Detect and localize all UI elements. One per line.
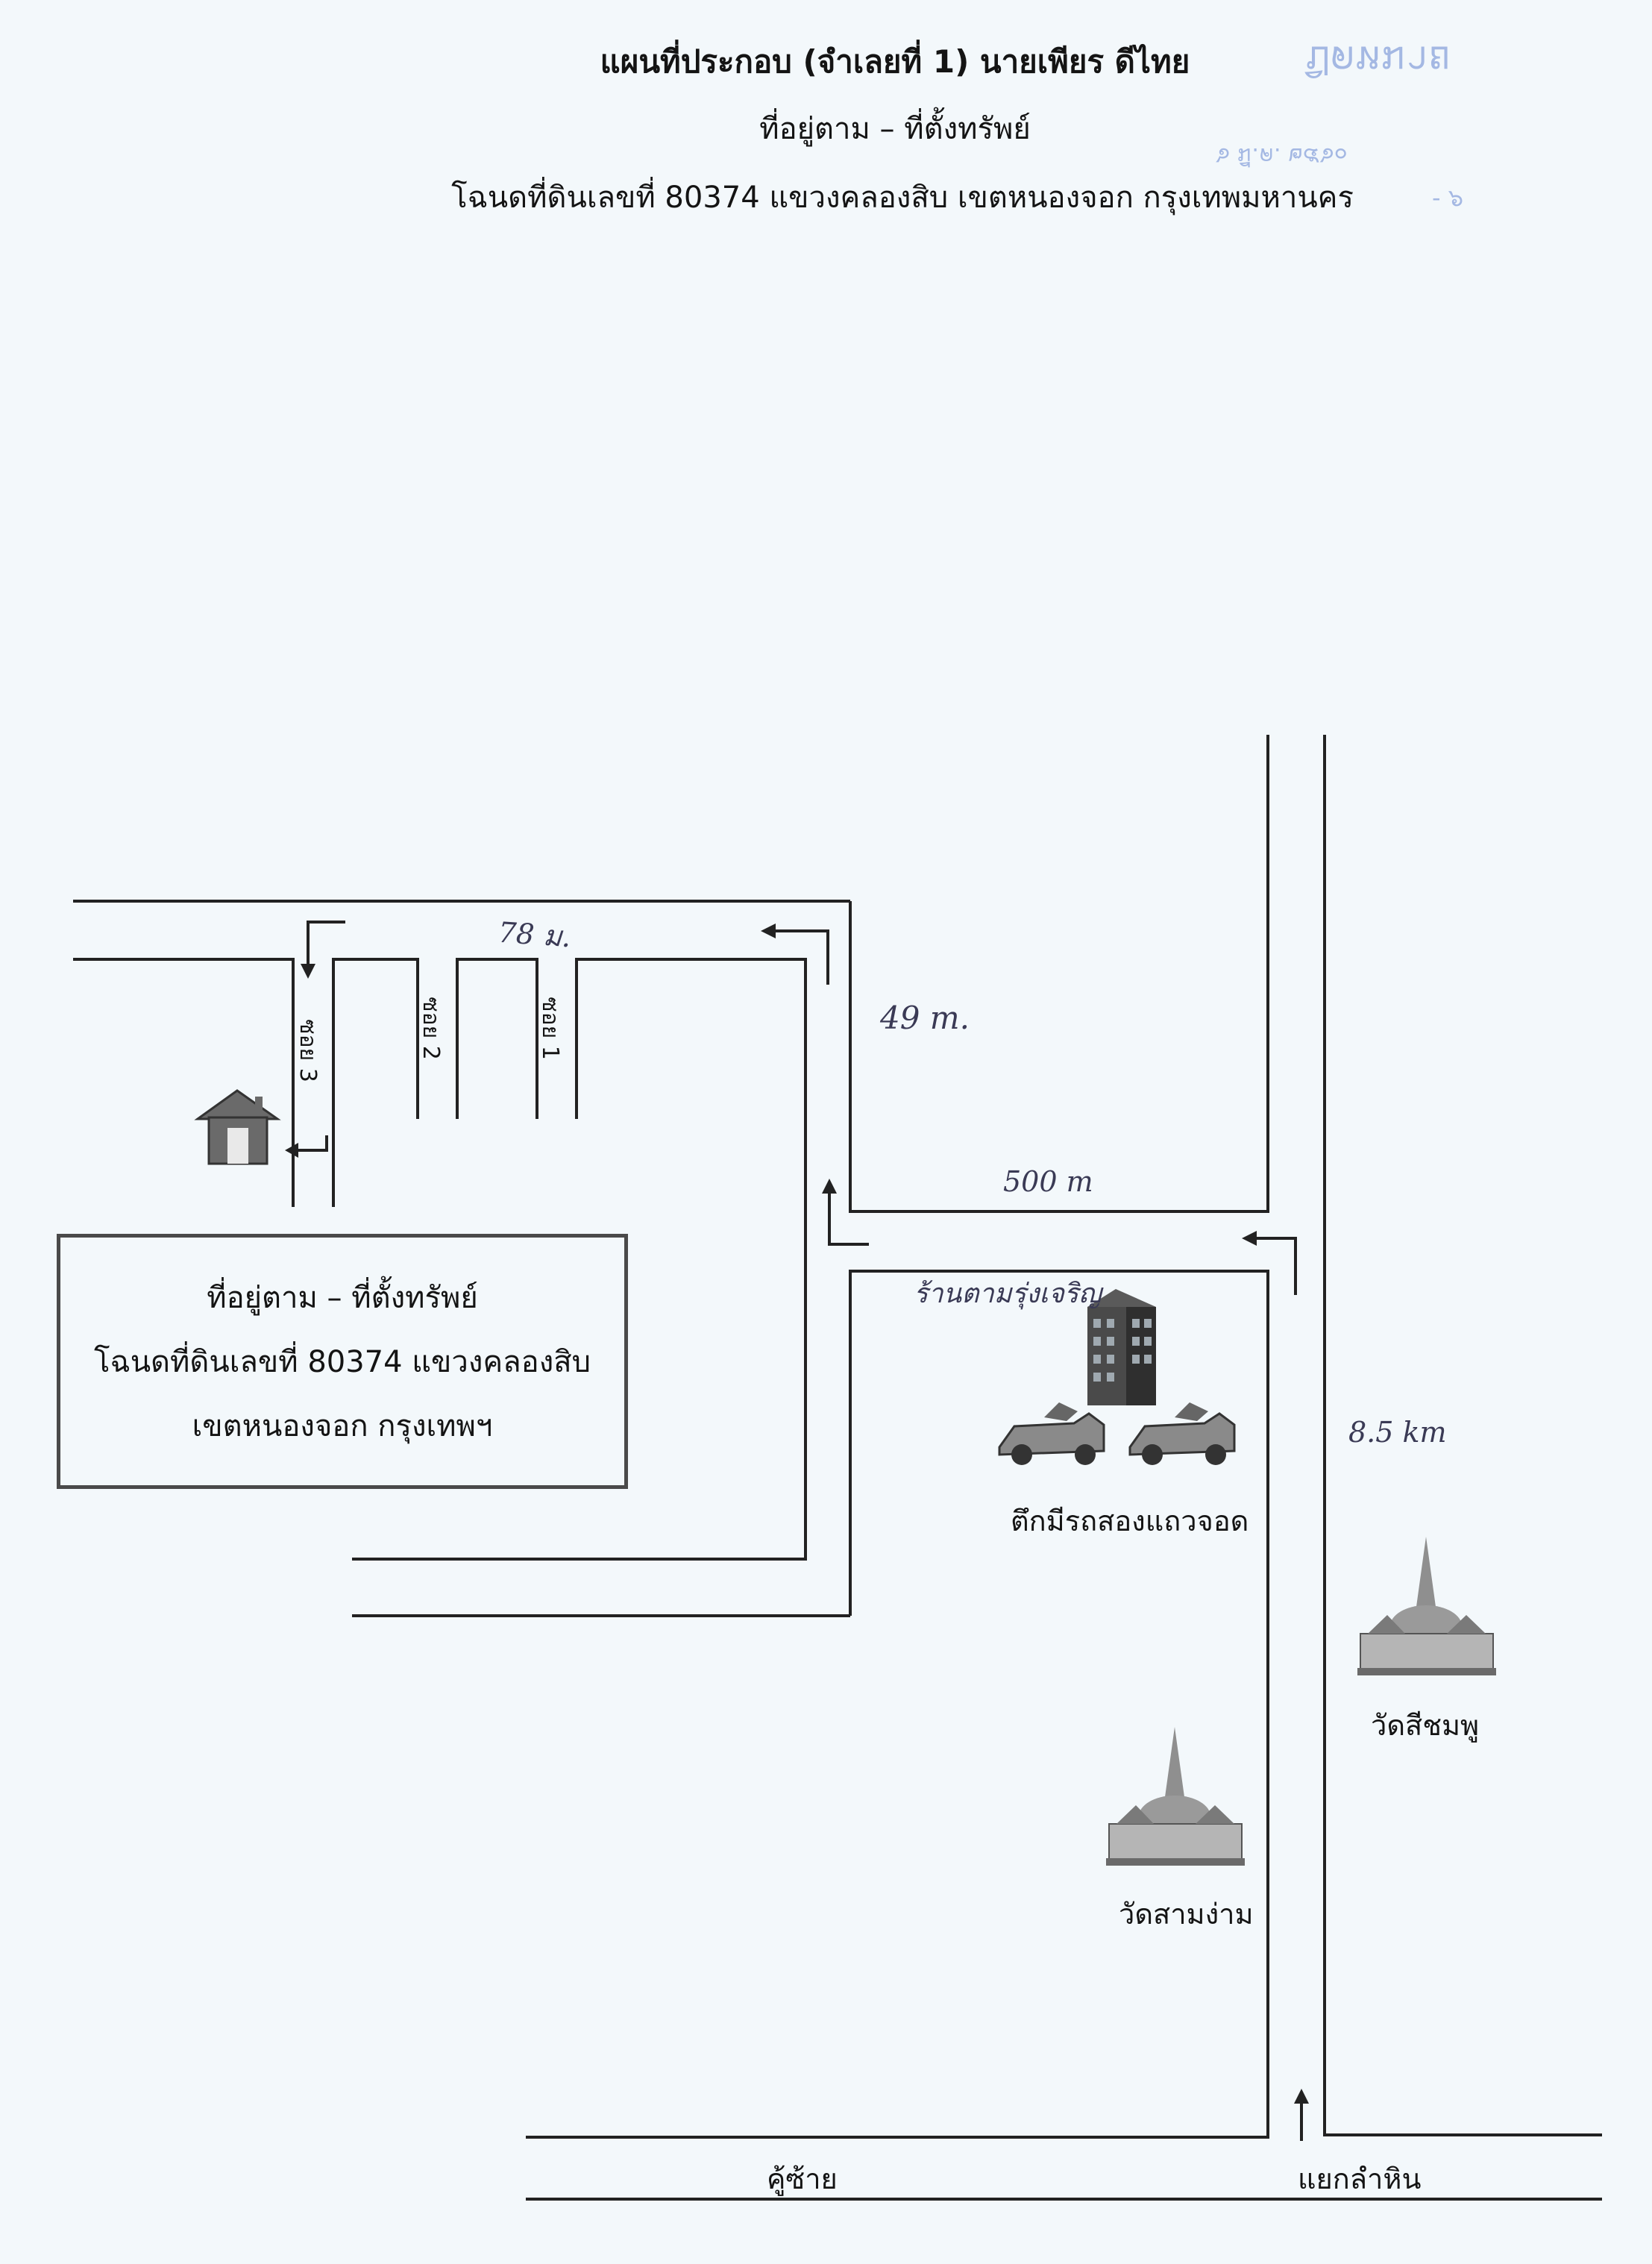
songthaew-truck-icon — [1128, 1402, 1236, 1465]
temple1-label: วัดสีชมพู — [1371, 1709, 1480, 1742]
address-box-line1: ที่อยู่ตาม – ที่ตั้งทรัพย์ — [207, 1281, 478, 1315]
address-box-line2: โฉนดที่ดินเลขที่ 80374 แขวงคลองสิบ — [93, 1345, 591, 1379]
soi2-label: ซอย 2 — [417, 997, 444, 1060]
junction-label: แยกลำหิน — [1298, 2163, 1422, 2195]
distance-78m: 78 ม. — [497, 915, 572, 954]
road-main-right — [1323, 735, 1602, 2136]
house-icon — [194, 1089, 281, 1165]
map-header: แผนที่ประกอบ (จำเลยที่ 1) นายเพียร ดีไทย… — [0, 0, 1652, 224]
songthaew-truck-icon — [998, 1402, 1105, 1465]
building-label: ตึกมีรถสองแถวจอด — [1011, 1505, 1249, 1537]
soi3-label: ซอย 3 — [294, 1019, 321, 1082]
stamp-mark: - ๖ — [1432, 184, 1464, 212]
shop-label: ร้านตามรุ่งเจริญ — [914, 1279, 1102, 1309]
road-mid-lower — [526, 1270, 1269, 2139]
road-soi3-left — [73, 958, 295, 1207]
distance-49m: 49 m. — [880, 1000, 970, 1036]
building-icon — [1087, 1289, 1156, 1405]
address-box: ที่อยู่ตาม – ที่ตั้งทรัพย์ โฉนดที่ดินเลข… — [57, 1234, 628, 1489]
road-kusai-label: คู้ซ้าย — [767, 2163, 838, 2195]
address-box-line3: เขตหนองจอก กรุงเทพฯ — [192, 1409, 493, 1443]
deed-line: โฉนดที่ดินเลขที่ 80374 แขวงคลองสิบ เขตหน… — [451, 181, 1354, 215]
map-subtitle: ที่อยู่ตาม – ที่ตั้งทรัพย์ — [759, 112, 1031, 146]
map-title: แผนที่ประกอบ (จำเลยที่ 1) นายเพียร ดีไทย — [600, 43, 1190, 80]
route-arrows — [298, 921, 1303, 2141]
temple-icon — [1106, 1727, 1245, 1866]
distance-85km: 8.5 km — [1348, 1416, 1447, 1449]
road-soi1 — [352, 958, 807, 1561]
road-soi3-right — [332, 958, 419, 1207]
temple-icon — [1357, 1537, 1496, 1675]
distance-500m: 500 m — [1003, 1165, 1093, 1198]
road-mid-upper — [849, 735, 1269, 1213]
road-soi2 — [456, 958, 538, 1119]
soi1-label: ซอย 1 — [536, 997, 563, 1060]
temple2-label: วัดสามง่าม — [1119, 1898, 1254, 1931]
